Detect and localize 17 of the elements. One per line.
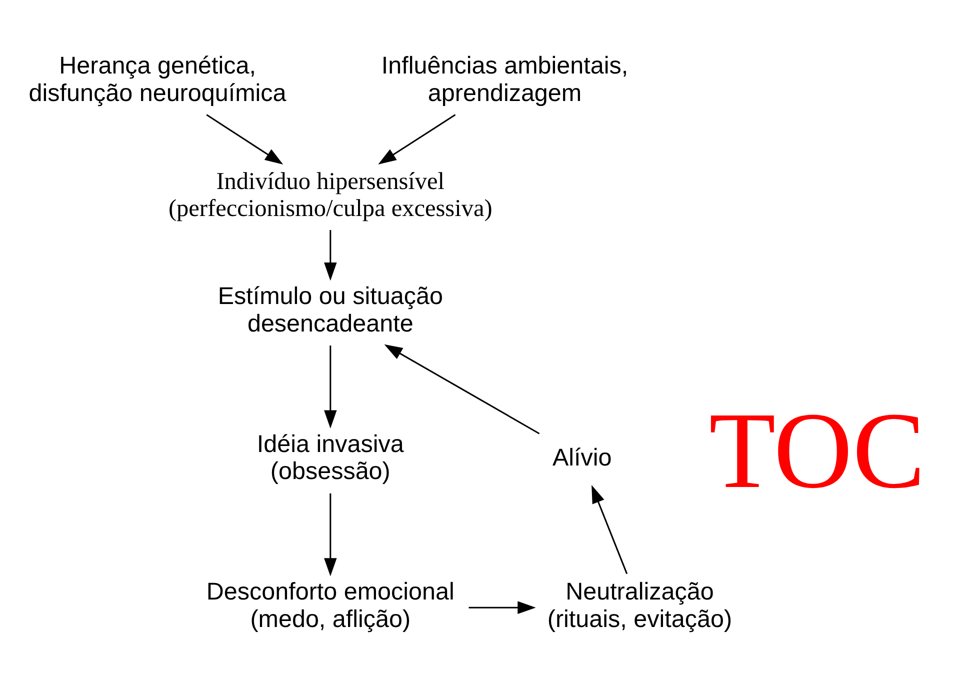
arrow (378, 114, 456, 164)
arrow (468, 601, 536, 614)
label: TOC (708, 390, 926, 512)
node-text: Desconforto emocional (medo, aflição) (206, 578, 454, 633)
arrow (324, 493, 337, 576)
arrow (206, 114, 284, 164)
node-text: Alívio (552, 444, 612, 472)
node-text: Estímulo ou situação desencadeante (218, 283, 443, 338)
arrow (384, 344, 540, 434)
node-text: Indivíduo hipersensível (perfeccionismo/culpa excessiva) (168, 168, 492, 222)
node-text: Herança genética, disfunção neuroquímica (28, 52, 286, 107)
arrow (324, 230, 337, 281)
arrow (592, 485, 628, 574)
node-text: Influências ambientais, aprendizagem (381, 52, 628, 107)
node-text: Neutralização (rituais, evitação) (547, 578, 732, 633)
node-text: Idéia invasiva (obsessão) (256, 430, 404, 486)
arrow (324, 346, 337, 428)
